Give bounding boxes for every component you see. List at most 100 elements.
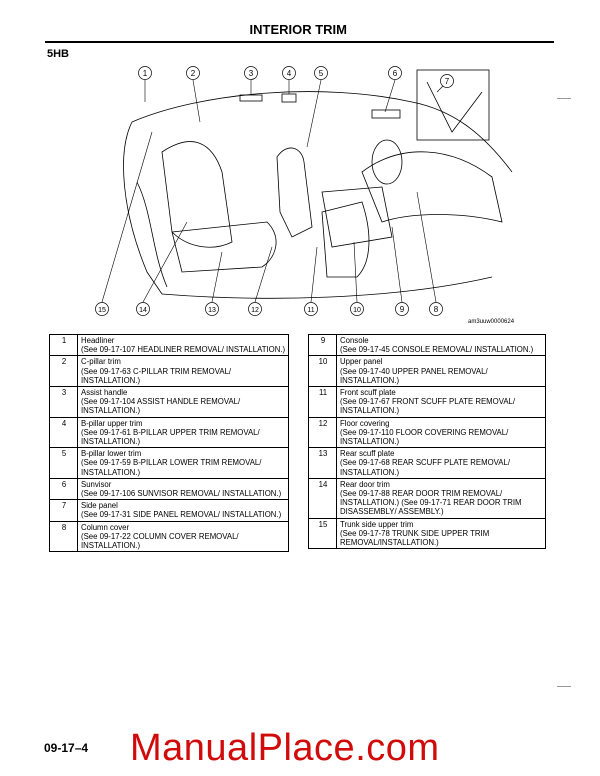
figure-id: am3uuw0000624 bbox=[468, 319, 515, 325]
part-reference: (See 09-17-106 SUNVISOR REMOVAL/ INSTALL… bbox=[81, 489, 282, 499]
part-description: C-pillar trim(See 09-17-63 C-PILLAR TRIM… bbox=[77, 355, 289, 388]
part-reference: (See 09-17-63 C-PILLAR TRIM REMOVAL/ INS… bbox=[81, 366, 232, 385]
part-number: 2 bbox=[49, 355, 78, 388]
callout-11: 11 bbox=[307, 307, 314, 314]
part-number: 15 bbox=[308, 517, 337, 550]
callout-15: 15 bbox=[98, 307, 106, 314]
part-number: 9 bbox=[308, 333, 337, 357]
part-reference: (See 09-17-107 HEADLINER REMOVAL/ INSTAL… bbox=[81, 345, 286, 355]
interior-trim-diagram: 1 2 3 4 5 6 7 8 9 10 11 12 13 14 15 bbox=[95, 66, 513, 316]
header-rule bbox=[45, 41, 554, 43]
margin-mark bbox=[557, 98, 571, 99]
part-name: Column cover bbox=[81, 522, 130, 532]
callout-14: 14 bbox=[139, 307, 147, 314]
part-number: 12 bbox=[308, 416, 337, 449]
front-seat-right bbox=[321, 201, 370, 278]
watermark: ManualPlace.com bbox=[130, 727, 440, 769]
inset-detail bbox=[426, 81, 483, 133]
rear-door-trim bbox=[136, 181, 168, 288]
callout-2: 2 bbox=[191, 69, 196, 78]
part-description: Console(See 09-17-45 CONSOLE REMOVAL/ IN… bbox=[336, 333, 546, 357]
callout-13: 13 bbox=[208, 307, 216, 314]
part-name: Front scuff plate bbox=[340, 388, 396, 398]
part-reference: (See 09-17-61 B-PILLAR UPPER TRIM REMOVA… bbox=[81, 427, 260, 447]
callout-12: 12 bbox=[251, 307, 259, 314]
callout-9: 9 bbox=[400, 305, 405, 314]
part-name: Assist handle bbox=[81, 388, 128, 398]
part-reference: (See 09-17-31 SIDE PANEL REMOVAL/ INSTAL… bbox=[81, 510, 282, 520]
rear-seat-back bbox=[161, 141, 233, 248]
part-reference: (See 09-17-67 FRONT SCUFF PLATE REMOVAL/… bbox=[340, 397, 516, 416]
part-description: B-pillar upper trim(See 09-17-61 B-PILLA… bbox=[77, 416, 289, 449]
part-description: B-pillar lower trim(See 09-17-59 B-PILLA… bbox=[77, 447, 289, 479]
part-name: Side panel bbox=[81, 501, 118, 511]
dome-light-drawing bbox=[281, 93, 297, 103]
part-reference: (See 09-17-45 CONSOLE REMOVAL/ INSTALLAT… bbox=[340, 345, 534, 355]
sunvisor-drawing bbox=[371, 109, 401, 119]
inset-panel bbox=[416, 69, 490, 141]
part-description: Side panel(See 09-17-31 SIDE PANEL REMOV… bbox=[77, 499, 289, 522]
car-rear-outline bbox=[123, 121, 163, 295]
assist-handle-drawing bbox=[239, 94, 263, 102]
car-floor-outline bbox=[161, 276, 493, 299]
part-reference: (See 09-17-88 REAR DOOR TRIM REMOVAL/ IN… bbox=[340, 489, 522, 517]
callout-4: 4 bbox=[287, 69, 292, 78]
part-name: Headliner bbox=[81, 336, 115, 345]
part-name: Trunk side upper trim bbox=[340, 519, 414, 529]
callout-10: 10 bbox=[353, 307, 361, 314]
page-number: 09-17–4 bbox=[44, 741, 89, 755]
part-number: 6 bbox=[49, 477, 78, 501]
part-reference: (See 09-17-104 ASSIST HANDLE REMOVAL/ IN… bbox=[81, 397, 241, 416]
part-name: B-pillar lower trim bbox=[81, 449, 142, 459]
part-number: 13 bbox=[308, 447, 337, 479]
part-description: Headliner(See 09-17-107 HEADLINER REMOVA… bbox=[77, 333, 289, 357]
part-name: Console bbox=[340, 336, 369, 345]
part-description: Front scuff plate(See 09-17-67 FRONT SCU… bbox=[336, 386, 546, 418]
part-number: 4 bbox=[49, 416, 78, 449]
callout-1: 1 bbox=[143, 69, 148, 78]
part-number: 10 bbox=[308, 355, 337, 388]
part-number: 5 bbox=[49, 447, 78, 479]
part-number: 11 bbox=[308, 386, 337, 418]
part-description: Assist handle(See 09-17-104 ASSIST HANDL… bbox=[77, 386, 289, 418]
part-name: Upper panel bbox=[340, 357, 383, 367]
part-number: 8 bbox=[49, 520, 78, 553]
callout-8: 8 bbox=[434, 305, 439, 314]
part-description: Rear scuff plate(See 09-17-68 REAR SCUFF… bbox=[336, 447, 546, 479]
part-reference: (See 09-17-110 FLOOR COVERING REMOVAL/ I… bbox=[340, 427, 509, 447]
callout-6: 6 bbox=[393, 69, 398, 78]
part-description: Sunvisor(See 09-17-106 SUNVISOR REMOVAL/… bbox=[77, 477, 289, 501]
part-description: Upper panel(See 09-17-40 UPPER PANEL REM… bbox=[336, 355, 546, 388]
part-reference: (See 09-17-40 UPPER PANEL REMOVAL/ INSTA… bbox=[340, 366, 488, 385]
part-reference: (See 09-17-22 COLUMN COVER REMOVAL/ INST… bbox=[81, 531, 239, 551]
car-roof-outline bbox=[131, 91, 513, 173]
rear-seat-cushion bbox=[171, 221, 277, 273]
part-number: 3 bbox=[49, 386, 78, 418]
part-number: 7 bbox=[49, 499, 78, 522]
margin-mark bbox=[557, 686, 571, 687]
center-console bbox=[321, 186, 393, 248]
part-name: Sunvisor bbox=[81, 479, 112, 489]
part-name: Rear scuff plate bbox=[340, 449, 395, 459]
part-number: 14 bbox=[308, 477, 337, 519]
part-reference: (See 09-17-59 B-PILLAR LOWER TRIM REMOVA… bbox=[81, 458, 262, 477]
part-description: Floor covering(See 09-17-110 FLOOR COVER… bbox=[336, 416, 546, 449]
part-description: Column cover(See 09-17-22 COLUMN COVER R… bbox=[77, 520, 289, 553]
part-number: 1 bbox=[49, 333, 78, 357]
model-code: 5HB bbox=[47, 48, 70, 60]
front-seat-left bbox=[276, 147, 313, 238]
